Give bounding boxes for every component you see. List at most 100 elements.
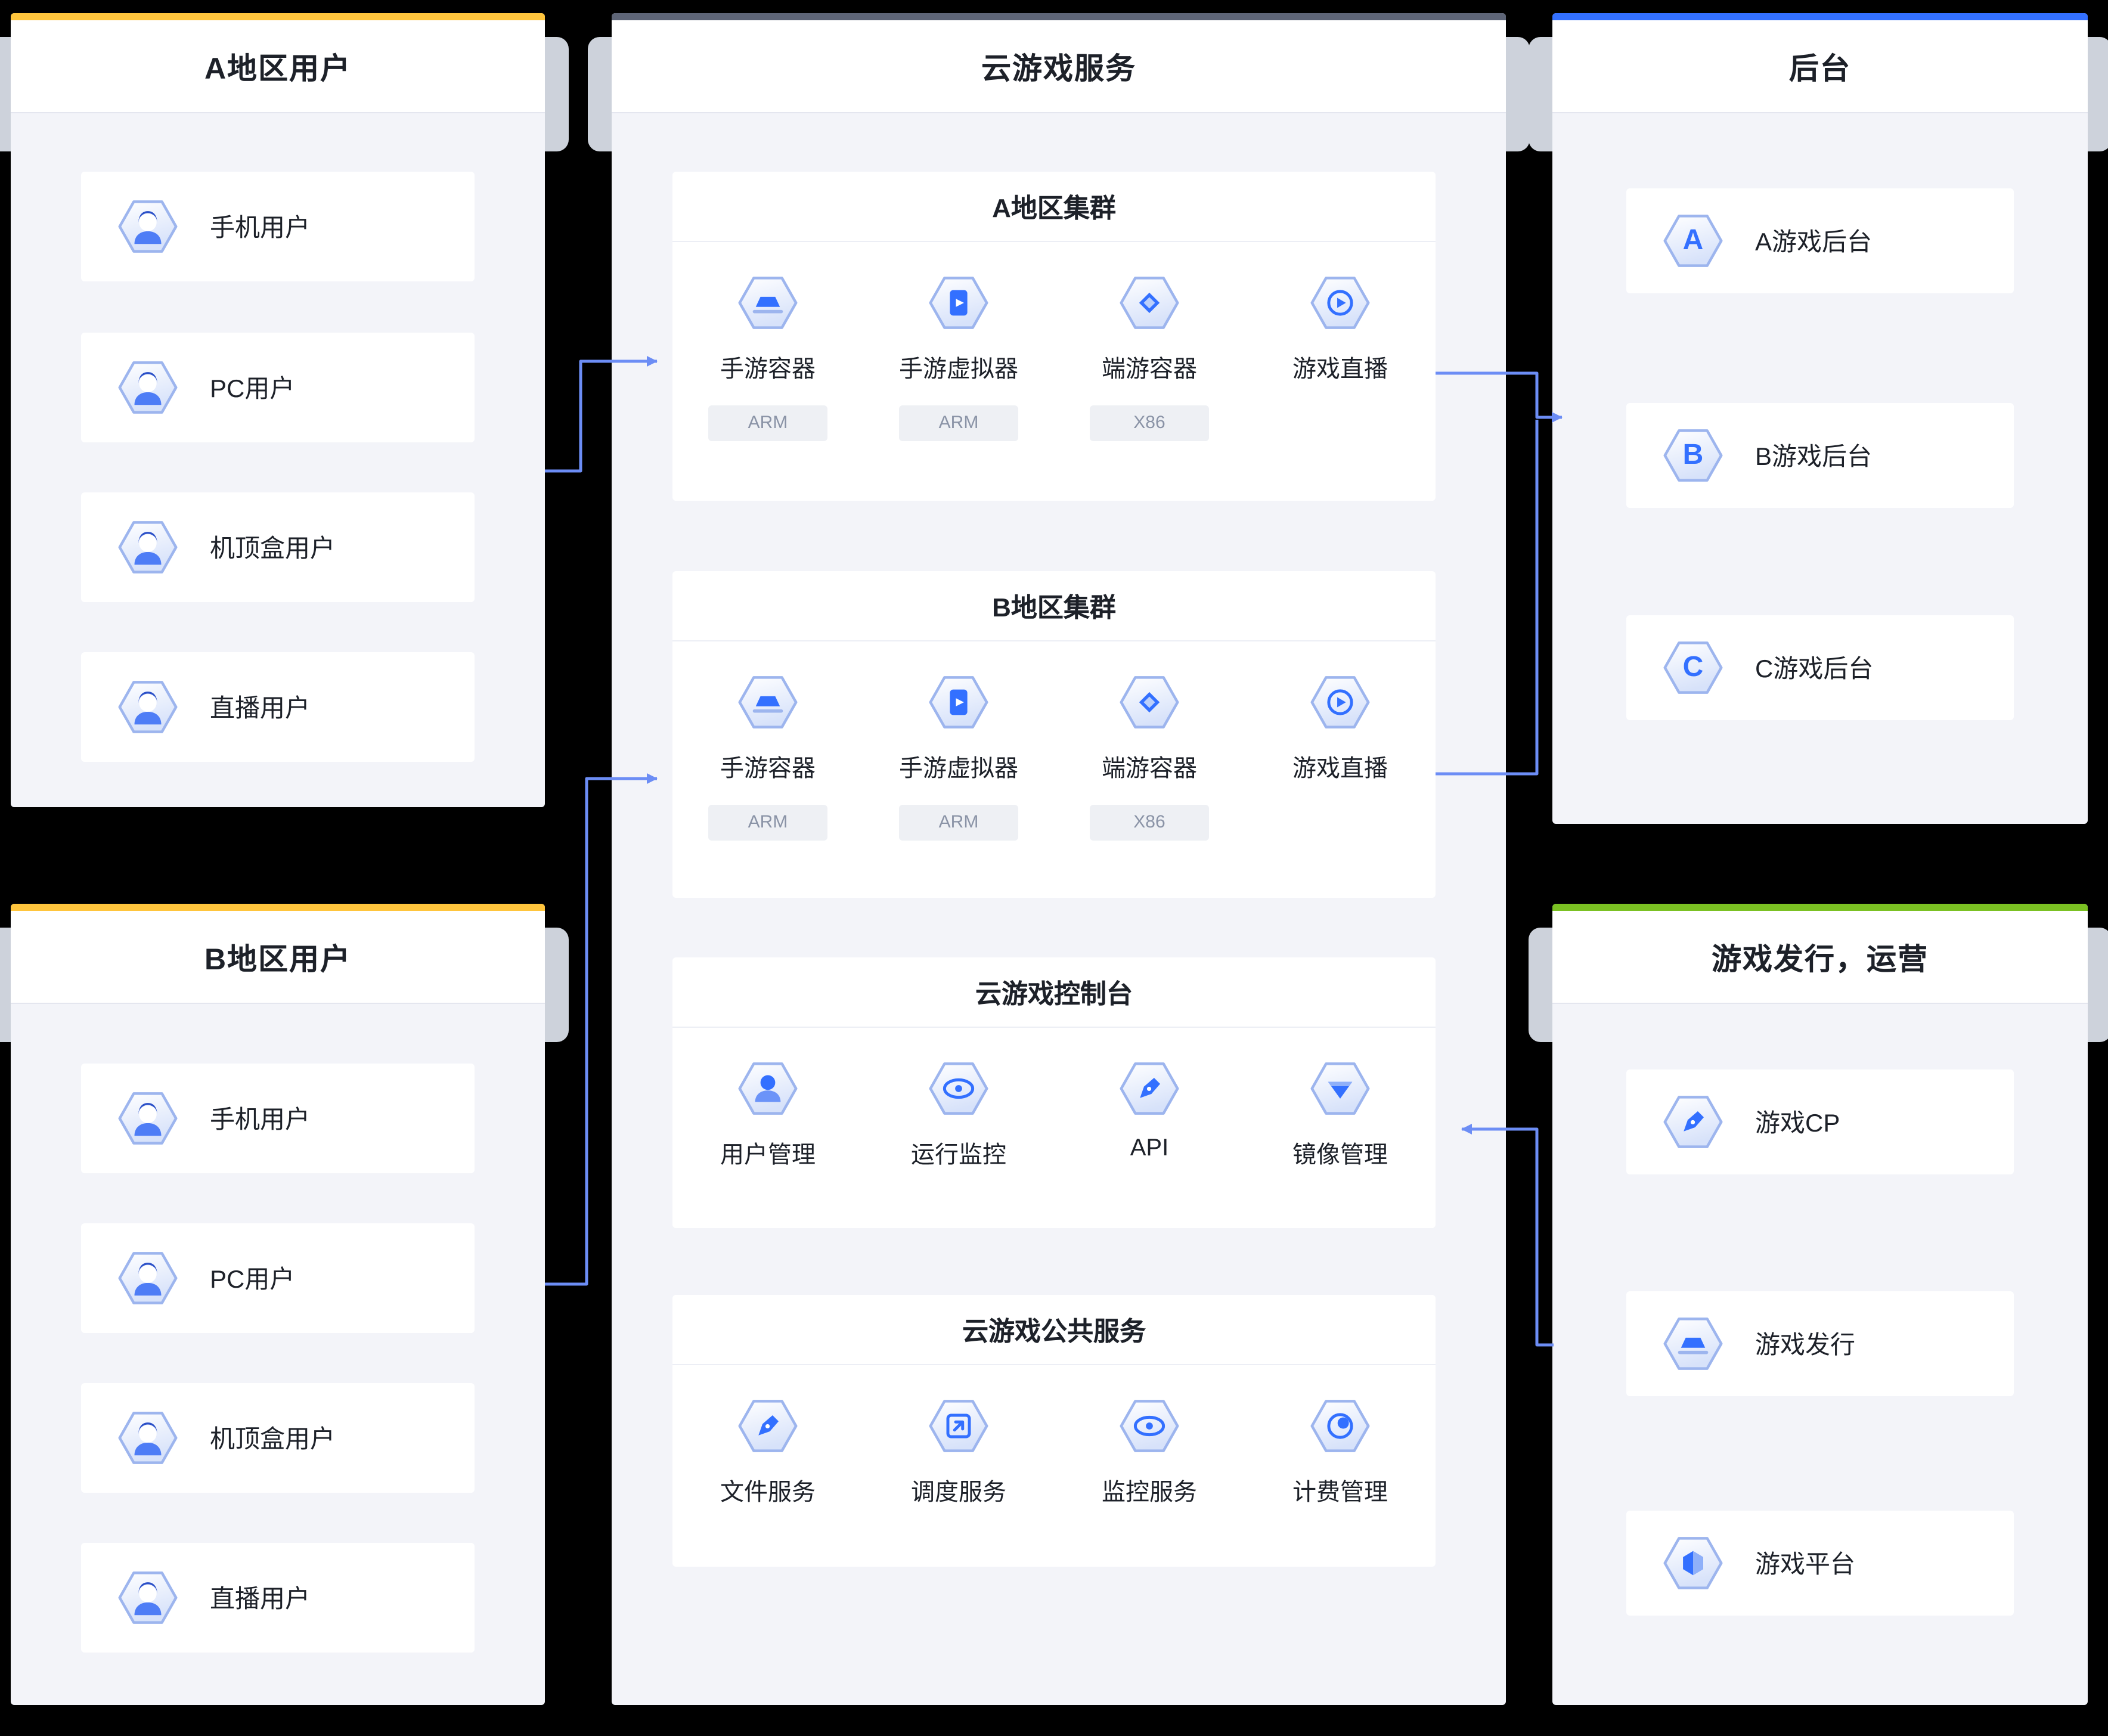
mobile-game-container-icon — [732, 670, 804, 734]
schedule-service-icon — [923, 1394, 994, 1458]
service-node-label: 游戏直播 — [1292, 356, 1388, 383]
panel-publish-header: 游戏发行，运营 — [1552, 904, 2088, 1004]
section-title: 云游戏控制台 — [672, 957, 1436, 1028]
publish-card: 游戏平台 — [1626, 1511, 2014, 1616]
backend-letter: C — [1682, 651, 1704, 683]
backend-b-icon: B — [1657, 423, 1729, 488]
user-card: PC用户 — [81, 333, 475, 442]
backend-a-icon: A — [1657, 209, 1729, 273]
user-management-icon — [732, 1056, 804, 1121]
publish-card: 游戏CP — [1626, 1070, 2014, 1174]
game-live-icon — [1304, 271, 1376, 335]
panel-title: B地区用户 — [204, 943, 352, 976]
service-node: 计费管理 — [1245, 1365, 1436, 1507]
arch-tag: ARM — [899, 805, 1018, 841]
service-node: 手游虚拟器 ARM — [863, 242, 1054, 441]
pc-game-container-icon — [1114, 670, 1185, 734]
service-node: 镜像管理 — [1245, 1028, 1436, 1170]
service-node: 文件服务 — [672, 1365, 863, 1507]
service-node: 端游容器 X86 — [1054, 641, 1245, 841]
api-icon — [1114, 1056, 1185, 1121]
user-card: PC用户 — [81, 1223, 475, 1333]
panel-title: A地区用户 — [204, 52, 352, 85]
service-node-label: 文件服务 — [720, 1480, 816, 1506]
user-card: 手机用户 — [81, 1064, 475, 1173]
user-card-label: 手机用户 — [210, 1106, 310, 1134]
service-node-label: 用户管理 — [720, 1142, 816, 1168]
service-node: 游戏直播 — [1245, 641, 1436, 841]
panel-game-publish-ops: 游戏发行，运营 游戏CP 游戏发行 游戏平台 — [1552, 904, 2088, 1705]
panel-backend-header: 后台 — [1552, 13, 2088, 113]
service-node: 调度服务 — [863, 1365, 1054, 1507]
pc-game-container-icon — [1114, 271, 1185, 335]
service-node: 游戏直播 — [1245, 242, 1436, 441]
backend-card: C C游戏后台 — [1626, 615, 2014, 720]
user-avatar-icon — [112, 515, 184, 579]
service-node-label: 手游虚拟器 — [899, 356, 1018, 383]
game-publish-icon — [1657, 1312, 1729, 1376]
backend-letter: B — [1682, 439, 1704, 471]
section-cluster-b: B地区集群 手游容器 ARM 手游虚拟器 ARM 端游容器 X86 — [672, 571, 1436, 898]
file-service-icon — [732, 1394, 804, 1458]
user-avatar-icon — [112, 1406, 184, 1470]
panel-title: 后台 — [1788, 52, 1851, 85]
user-avatar-icon — [112, 1086, 184, 1151]
section-title: A地区集群 — [672, 172, 1436, 242]
arch-tag: X86 — [1090, 405, 1209, 441]
publish-card-label: 游戏CP — [1755, 1110, 1840, 1137]
user-card: 机顶盒用户 — [81, 1383, 475, 1493]
section-title: 云游戏公共服务 — [672, 1295, 1436, 1365]
panel-region-a-header: A地区用户 — [11, 13, 545, 113]
arch-tag: X86 — [1090, 805, 1209, 841]
user-card-label: 手机用户 — [210, 215, 310, 242]
user-avatar-icon — [112, 355, 184, 420]
user-card-label: 机顶盒用户 — [210, 535, 335, 563]
panel-cloud-header: 云游戏服务 — [612, 13, 1506, 113]
backend-card-label: B游戏后台 — [1755, 444, 1873, 471]
monitor-service-icon — [1114, 1394, 1185, 1458]
backend-card: A A游戏后台 — [1626, 188, 2014, 293]
user-card-label: 机顶盒用户 — [210, 1426, 335, 1453]
backend-card-label: C游戏后台 — [1755, 656, 1874, 683]
arch-tag: ARM — [708, 805, 827, 841]
user-avatar-icon — [112, 675, 184, 739]
service-node: 手游容器 ARM — [672, 641, 863, 841]
panel-region-b-users: B地区用户 手机用户 PC用户 机顶盒用户 直播用户 — [11, 904, 545, 1705]
user-avatar-icon — [112, 1246, 184, 1310]
service-node: 手游容器 ARM — [672, 242, 863, 441]
service-node-label: 监控服务 — [1102, 1480, 1197, 1506]
mobile-game-container-icon — [732, 271, 804, 335]
service-node-label: 游戏直播 — [1292, 756, 1388, 782]
running-monitor-icon — [923, 1056, 994, 1121]
service-node: 运行监控 — [863, 1028, 1054, 1170]
backend-card: B B游戏后台 — [1626, 403, 2014, 508]
publish-card-label: 游戏发行 — [1755, 1332, 1855, 1359]
section-public-service: 云游戏公共服务 文件服务 调度服务 监控服务 计费管理 — [672, 1295, 1436, 1567]
service-node-label: 运行监控 — [911, 1142, 1006, 1168]
panel-backend: 后台 A A游戏后台 B B游戏后台 C C游戏后台 — [1552, 13, 2088, 824]
backend-card-label: A游戏后台 — [1755, 229, 1873, 256]
user-avatar-icon — [112, 1566, 184, 1630]
service-node-label: 调度服务 — [911, 1480, 1006, 1506]
service-node: 端游容器 X86 — [1054, 242, 1245, 441]
publish-card: 游戏发行 — [1626, 1291, 2014, 1396]
service-node-label: 手游虚拟器 — [899, 756, 1018, 782]
mobile-game-emulator-icon — [923, 271, 994, 335]
service-node-label: 镜像管理 — [1292, 1142, 1388, 1168]
user-card-label: PC用户 — [210, 1266, 295, 1294]
user-avatar-icon — [112, 194, 184, 259]
user-card: 手机用户 — [81, 172, 475, 281]
service-node: 用户管理 — [672, 1028, 863, 1170]
section-title: B地区集群 — [672, 571, 1436, 641]
billing-management-icon — [1304, 1394, 1376, 1458]
arch-tag: ARM — [708, 405, 827, 441]
panel-region-a-users: A地区用户 手机用户 PC用户 机顶盒用户 直播用户 — [11, 13, 545, 807]
user-card: 机顶盒用户 — [81, 492, 475, 602]
user-card-label: 直播用户 — [210, 1586, 310, 1613]
service-node-label: API — [1130, 1135, 1169, 1161]
user-card: 直播用户 — [81, 652, 475, 762]
publish-card-label: 游戏平台 — [1755, 1551, 1855, 1579]
section-console: 云游戏控制台 用户管理 运行监控 API 镜像管理 — [672, 957, 1436, 1228]
game-live-icon — [1304, 670, 1376, 734]
